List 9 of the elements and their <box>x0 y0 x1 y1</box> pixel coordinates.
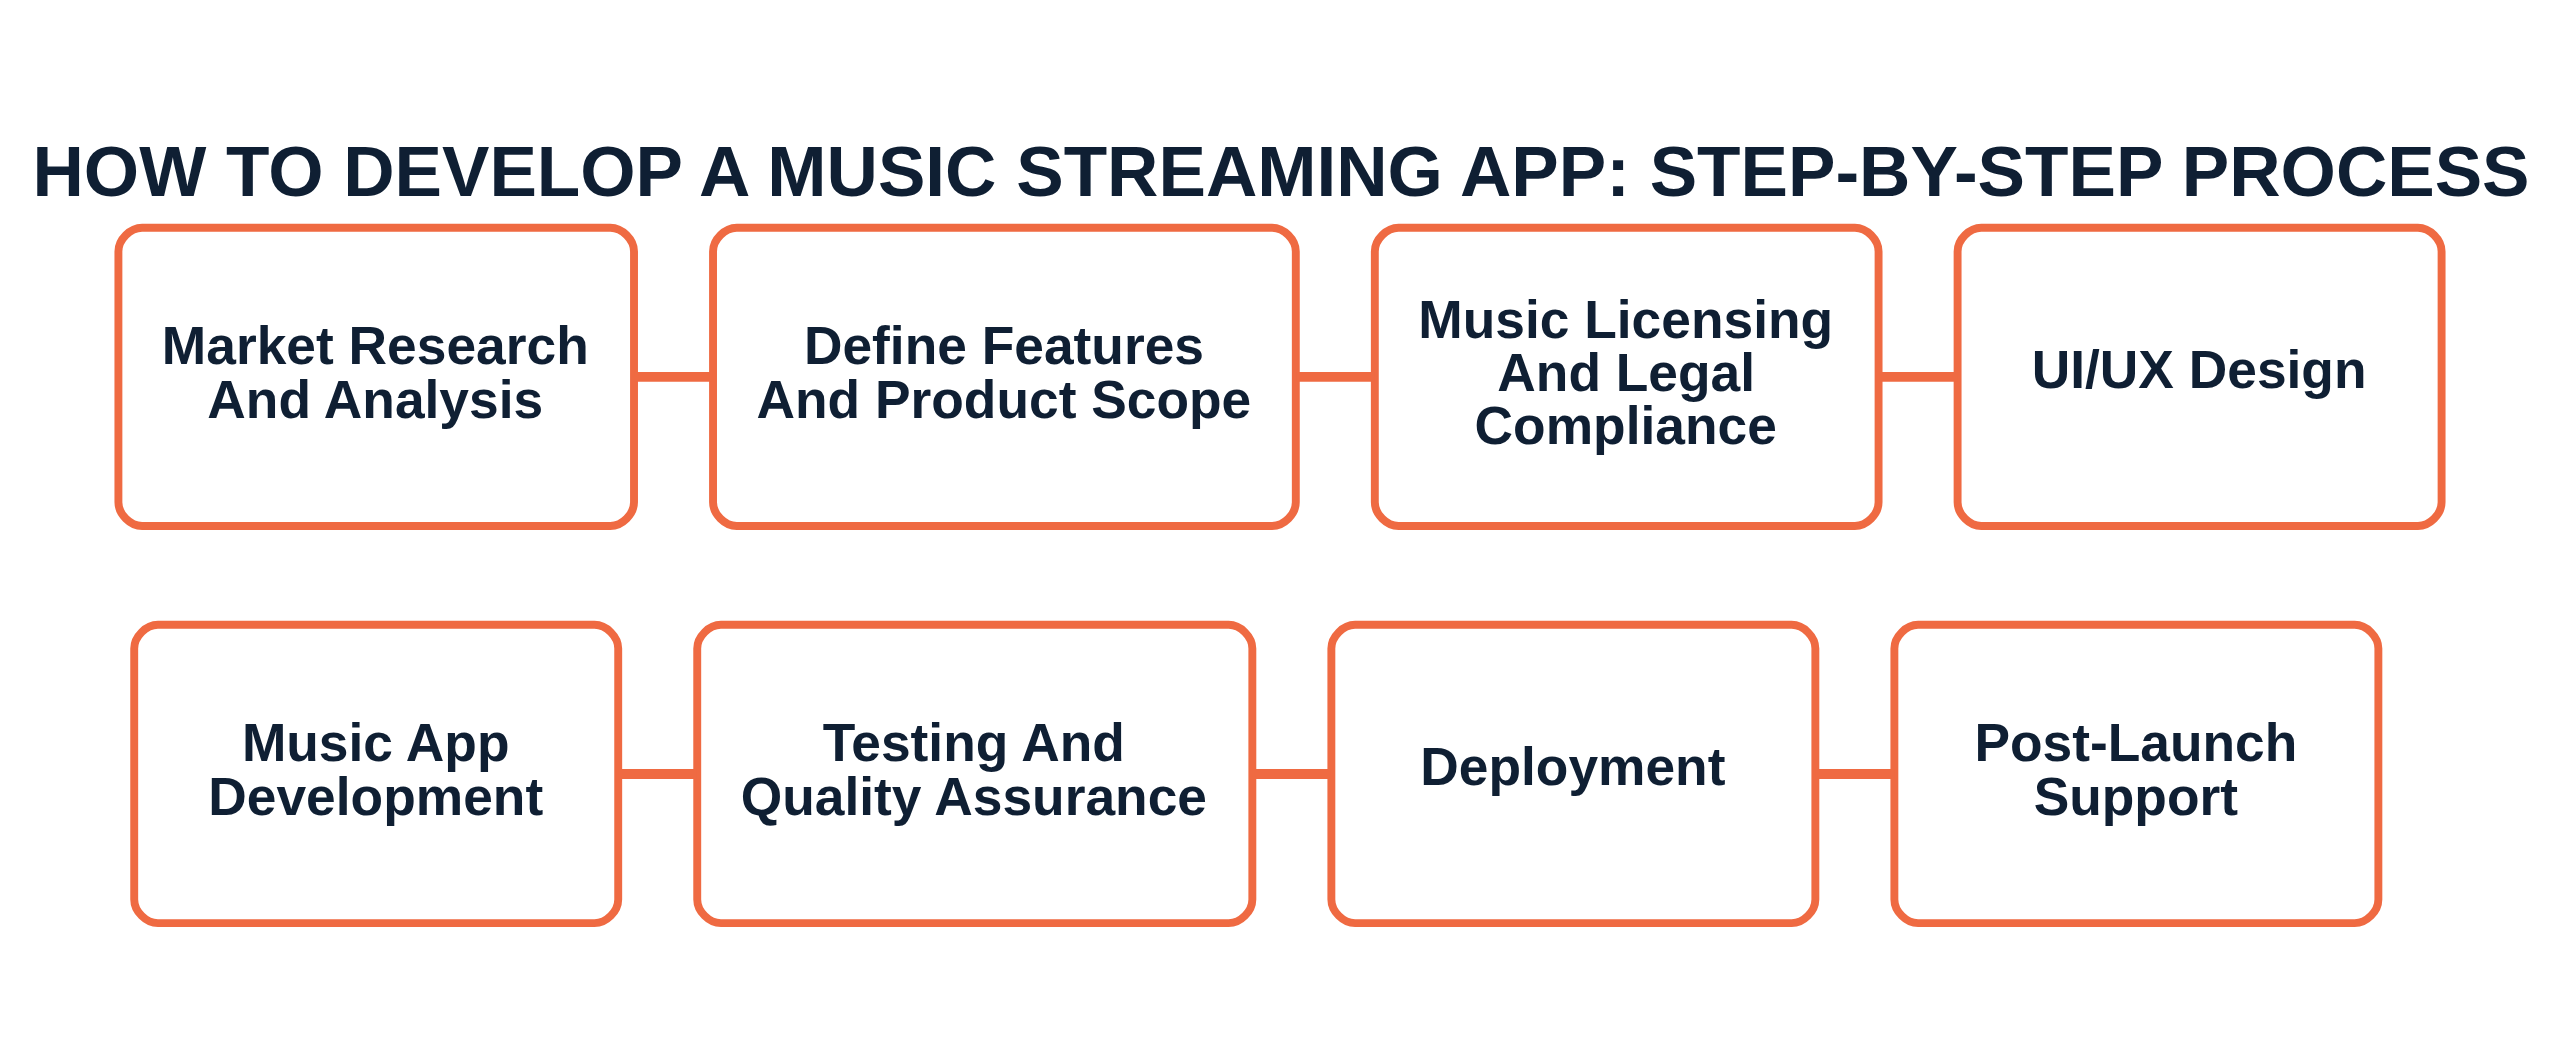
node-box: Market Research And Analysis <box>114 223 638 530</box>
node-box: Deployment <box>1327 620 1820 928</box>
node-box: UI/UX Design <box>1953 223 2446 530</box>
diagram-title: HOW TO DEVELOP A MUSIC STREAMING APP: STEP-BY-STEP PROCESS <box>32 131 2530 211</box>
node-box: Testing And Quality Assurance <box>693 620 1257 928</box>
node-box: Define Features And Product Scope <box>709 223 1300 530</box>
node-box: Music Licensing And Legal Compliance <box>1370 223 1883 530</box>
node-box: Post-Launch Support <box>1890 620 2383 928</box>
node-box: Music App Development <box>130 620 623 928</box>
